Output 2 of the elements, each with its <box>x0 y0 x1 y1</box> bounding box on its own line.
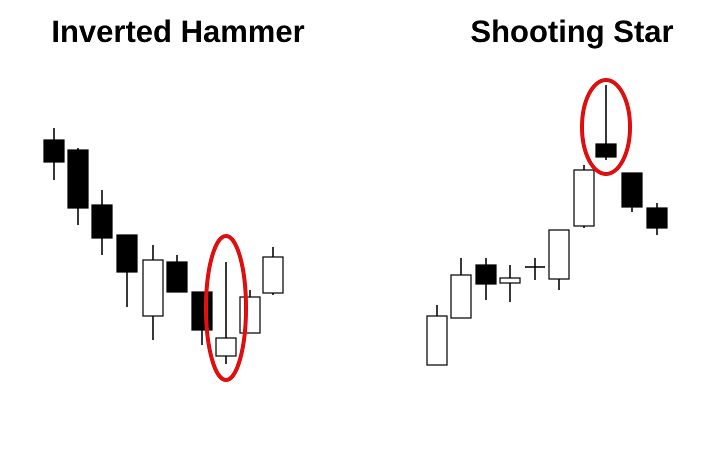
chart-heading: Shooting Star <box>470 14 674 50</box>
chart-heading: Inverted Hammer <box>51 14 305 50</box>
